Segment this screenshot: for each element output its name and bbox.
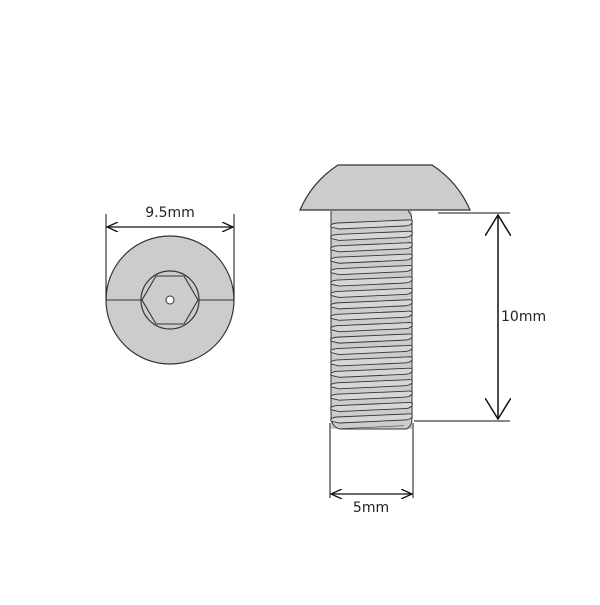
thread-crest [330,276,413,287]
thread-crest [330,379,413,390]
thread-crest [330,242,413,253]
thread-crest [330,344,413,355]
thread-crest [330,413,413,424]
thread-diameter-label: 5mm [353,500,389,516]
head-diameter-label: 9.5mm [145,205,195,221]
shank-outline [330,210,413,430]
thread-crest [330,253,413,264]
thread-crest [330,299,413,310]
thread-crest [330,310,413,321]
thread-crest [330,390,413,401]
thread-crest [330,219,413,230]
end-view: 9.5mm [105,205,235,365]
side-view: 10mm 5mm [299,164,546,516]
thread-crest [330,401,413,413]
socket-pin [165,295,175,305]
thread-crest [330,356,413,367]
thread-root-line [338,425,405,430]
thread-crest [330,322,413,333]
thread-crest [330,265,413,276]
thread-length-label: 10mm [501,309,546,325]
button-head [299,164,471,211]
thread-crest [330,230,413,241]
thread-crest [330,367,413,378]
thread-lines [330,219,413,430]
thread-crest [330,333,413,344]
thread-crest [330,287,413,298]
